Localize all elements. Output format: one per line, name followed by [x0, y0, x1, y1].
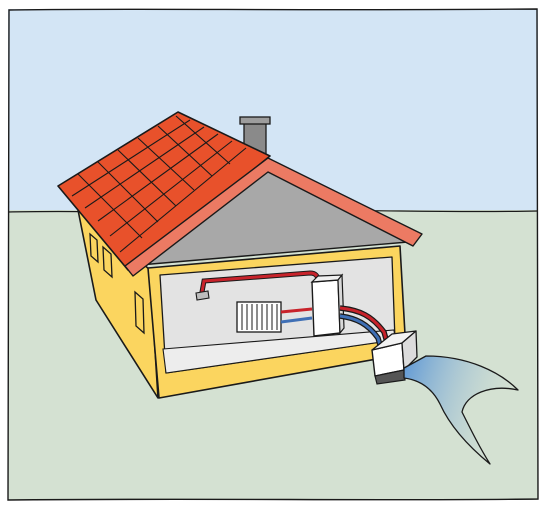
air-outlet	[196, 291, 209, 300]
radiator-icon	[237, 302, 281, 332]
heat-pump-indoor-unit-icon	[312, 275, 344, 336]
